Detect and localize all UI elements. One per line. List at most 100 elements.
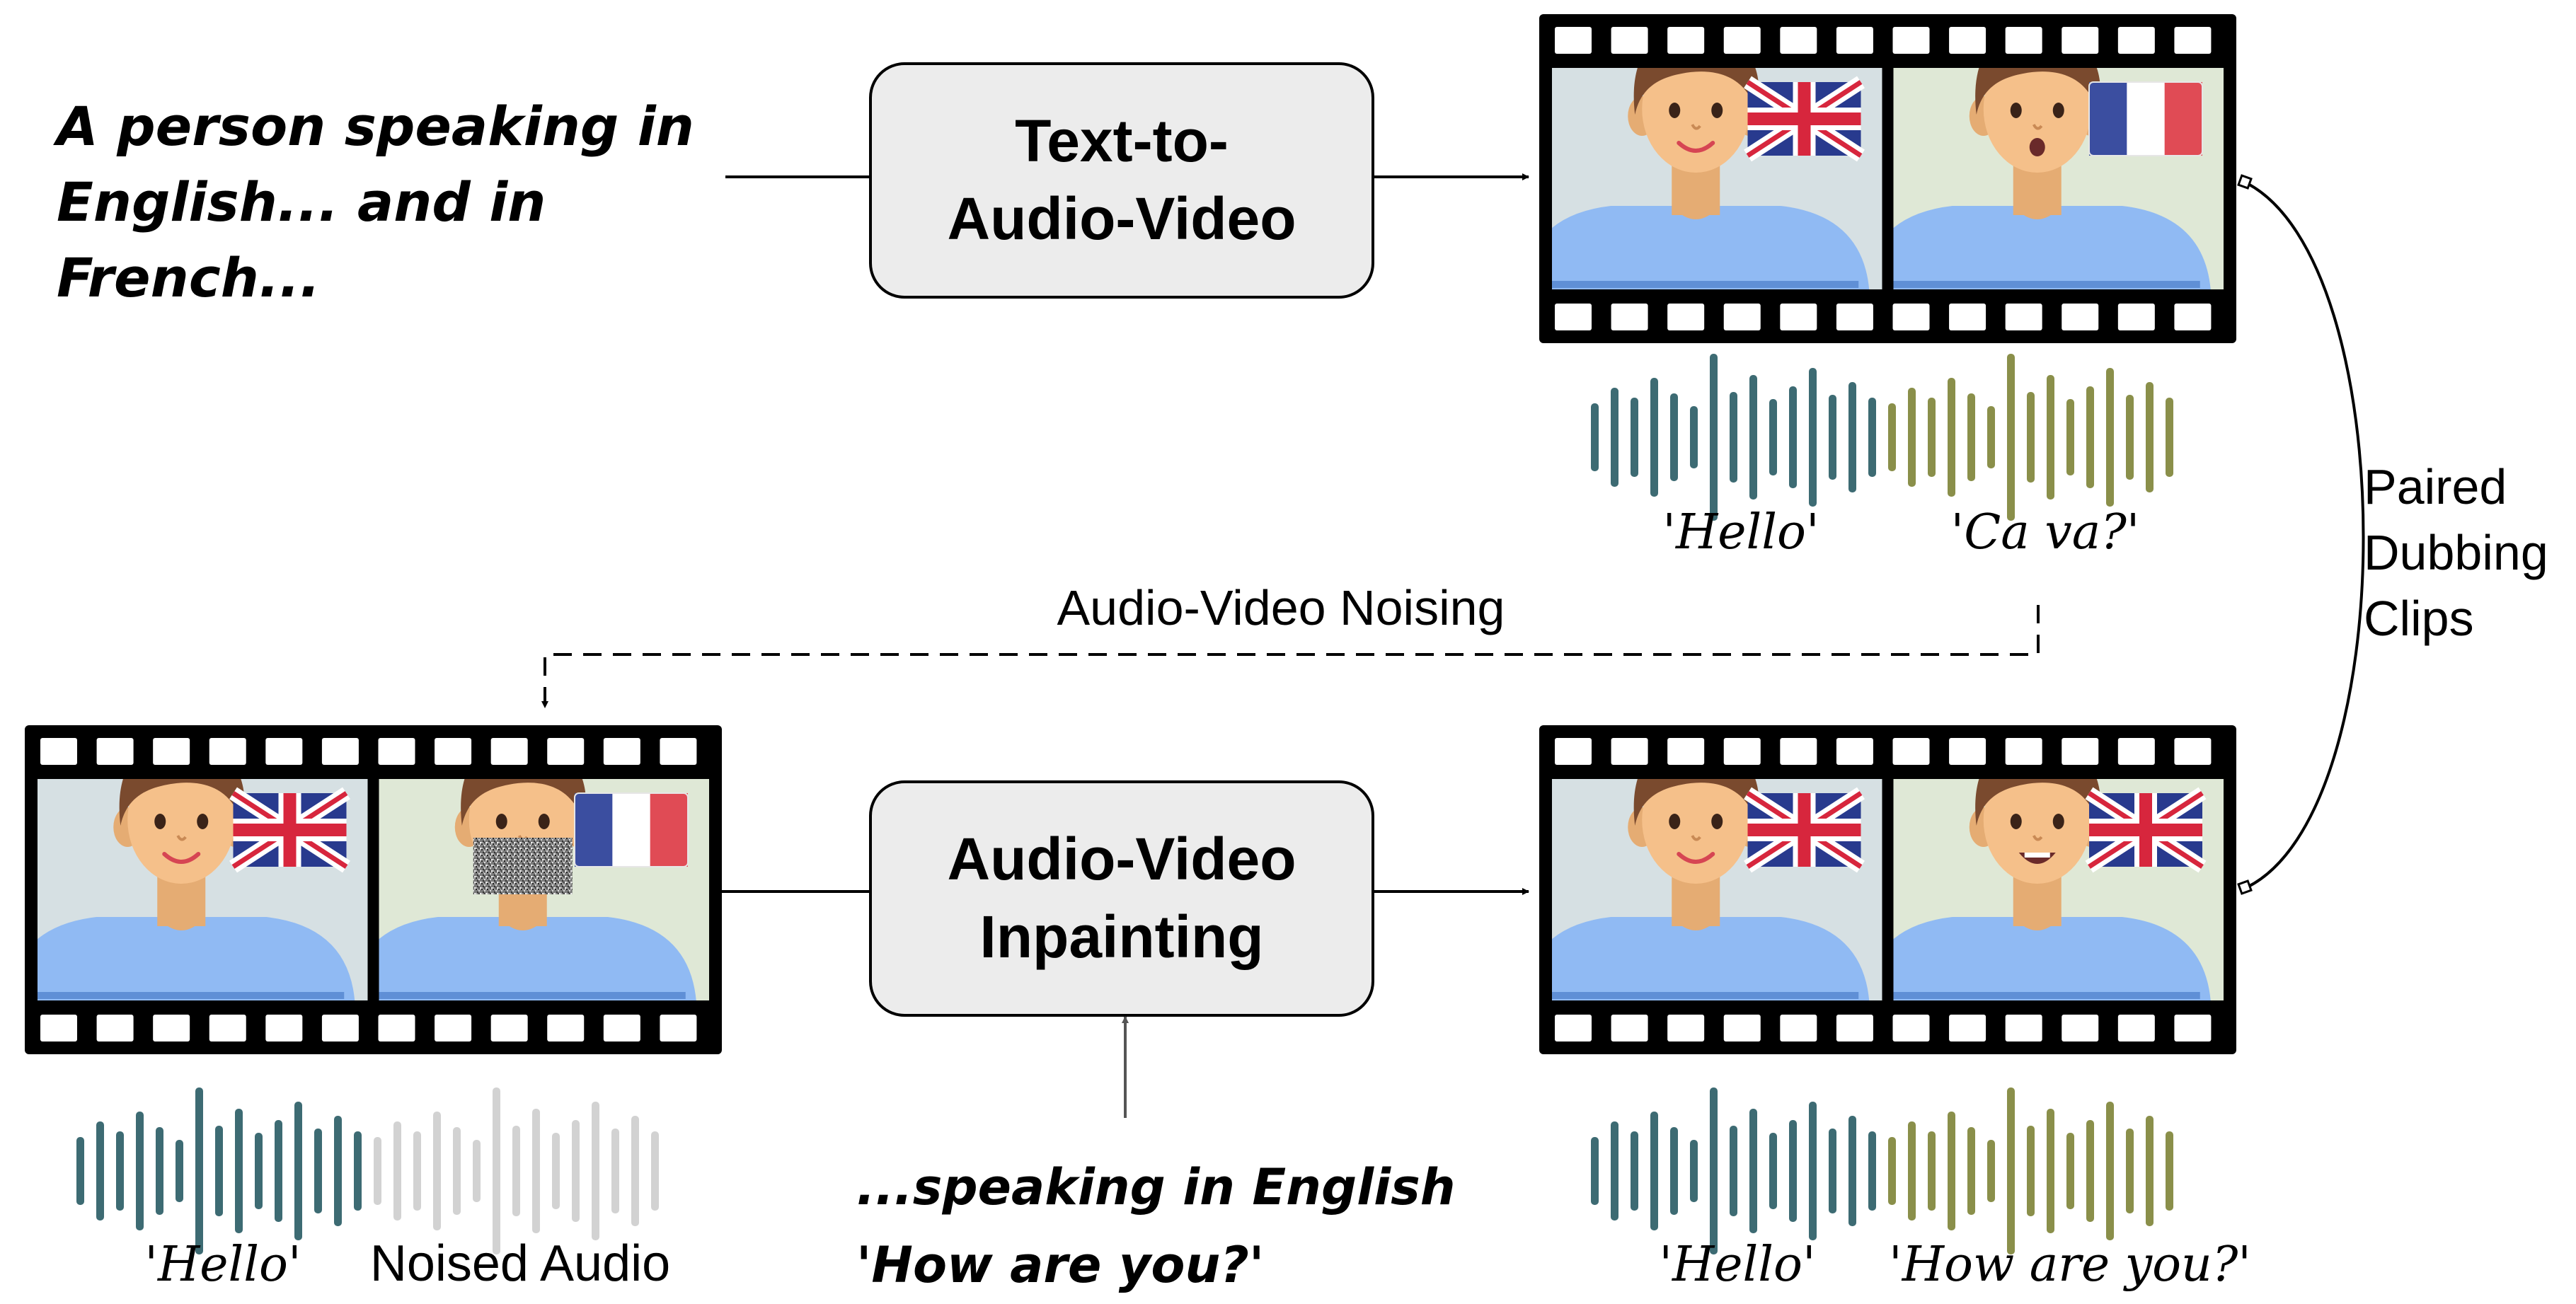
sprocket-hole — [2062, 304, 2099, 330]
connector-end-bottom — [2237, 879, 2253, 895]
sprocket-hole — [1949, 304, 1986, 330]
sprocket-hole — [321, 1015, 359, 1042]
person-avatar — [1893, 779, 2211, 1000]
wave-bar — [1987, 406, 1995, 468]
sprocket-hole — [321, 738, 359, 765]
sprocket-hole — [1555, 304, 1592, 330]
wave-bar — [275, 1120, 282, 1222]
sprocket-hole — [2117, 304, 2155, 330]
sprocket-hole — [2005, 738, 2042, 765]
video-frame — [379, 779, 709, 1000]
wave-bar — [1908, 388, 1916, 487]
wave-bar — [2027, 392, 2035, 483]
sprocket-hole — [2174, 27, 2212, 54]
eye — [1669, 814, 1681, 829]
sprocket-hole — [547, 1015, 585, 1042]
wave-bar — [453, 1127, 461, 1215]
person-avatar — [1552, 779, 1870, 1000]
wave-bar — [2146, 1116, 2154, 1226]
sprocket-hole — [1723, 1015, 1761, 1042]
sprocket-hole — [1780, 1015, 1817, 1042]
sprocket-hole — [435, 1015, 472, 1042]
wave-bar — [1631, 398, 1638, 477]
sprocket-hole — [603, 738, 640, 765]
sprocket-hole — [1836, 304, 1873, 330]
sprocket-hole — [209, 738, 246, 765]
wave-bar — [413, 1131, 421, 1211]
wave-bar — [1948, 378, 1955, 497]
noising-label: Audio-Video Noising — [1057, 580, 1505, 635]
t2av-box-frame — [869, 62, 1374, 299]
inpaint-label-line-1: Audio-Video — [947, 826, 1296, 892]
label-how-are-you: 'How are you?' — [1889, 1237, 2251, 1293]
face — [1642, 68, 1750, 173]
sprocket-hole — [1667, 27, 1705, 54]
hair — [1633, 779, 1759, 826]
wave-bar — [552, 1133, 560, 1209]
sprocket-hole — [1723, 304, 1761, 330]
face — [1983, 779, 2091, 884]
wave-bar — [1908, 1121, 1916, 1221]
wave-bar — [1730, 1126, 1737, 1216]
sprocket-hole — [490, 738, 528, 765]
wave-bar — [1749, 375, 1757, 500]
sprocket-hole — [2117, 1015, 2155, 1042]
wave-bar — [1670, 393, 1678, 481]
sprocket-hole — [1892, 304, 1930, 330]
wave-bar — [156, 1127, 163, 1215]
wave-bar — [2066, 399, 2074, 475]
video-frame — [38, 779, 368, 1000]
wave-bar — [176, 1140, 183, 1202]
eye — [197, 814, 209, 829]
wave-bar — [116, 1131, 124, 1211]
waveform-noised — [76, 1087, 659, 1254]
person-avatar — [1552, 68, 1870, 289]
sprocket-hole — [1836, 1015, 1873, 1042]
sprocket-hole — [1892, 27, 1930, 54]
sprocket-hole — [2062, 27, 2099, 54]
sprocket-hole — [1892, 1015, 1930, 1042]
mouth — [2029, 138, 2045, 156]
sprocket-hole — [209, 1015, 246, 1042]
wave-bar — [2126, 395, 2134, 480]
paired-clips-connector — [2245, 181, 2365, 889]
t2av-label-line-2: Audio-Video — [947, 185, 1296, 252]
wave-bar — [136, 1112, 144, 1230]
wave-bar — [1829, 395, 1836, 480]
sprocket-hole — [2005, 27, 2042, 54]
sprocket-hole — [1611, 27, 1648, 54]
noised-mouth-patch — [473, 838, 573, 894]
sprocket-hole — [660, 1015, 697, 1042]
waveform-generated — [1591, 354, 2173, 521]
sprocket-hole — [490, 1015, 528, 1042]
wave-bar — [2166, 1131, 2173, 1211]
wave-bar — [215, 1126, 223, 1216]
sprocket-hole — [2174, 304, 2212, 330]
uk-flag-icon — [229, 787, 350, 873]
eye — [538, 814, 550, 829]
wave-bar — [1650, 1112, 1658, 1230]
video-frame — [1552, 68, 1882, 289]
wave-bar — [1710, 354, 1718, 521]
sprocket-hole — [2174, 738, 2212, 765]
wave-bar — [1710, 1087, 1718, 1254]
sprocket-hole — [378, 1015, 415, 1042]
wave-bar — [1868, 398, 1876, 477]
eye — [2052, 814, 2064, 829]
eye — [1669, 103, 1681, 118]
mouth — [1677, 852, 1715, 864]
sprocket-hole — [1836, 27, 1873, 54]
sprocket-hole — [2062, 1015, 2099, 1042]
wave-bar — [2106, 1102, 2114, 1240]
sprocket-hole — [1667, 1015, 1705, 1042]
label-hello-bottom-left: 'Hello' — [144, 1237, 301, 1293]
wave-bar — [493, 1087, 500, 1254]
wave-bar — [631, 1116, 639, 1226]
wave-bar — [235, 1109, 243, 1233]
mouth — [1677, 141, 1715, 153]
wave-bar — [1868, 1131, 1876, 1211]
wave-bar — [2007, 1087, 2015, 1254]
sprocket-hole — [1780, 738, 1817, 765]
wave-bar — [374, 1137, 381, 1205]
